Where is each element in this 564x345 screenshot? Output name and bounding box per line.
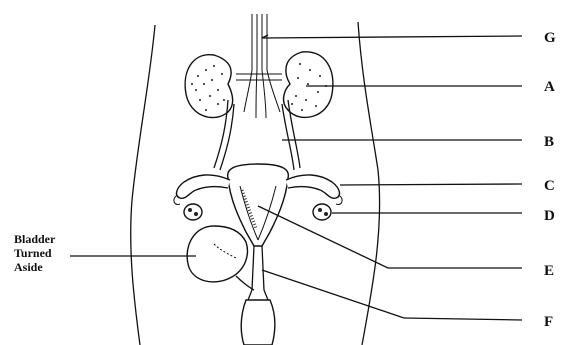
label-G: G — [544, 30, 556, 46]
ureters — [214, 100, 300, 170]
label-A: A — [544, 79, 555, 95]
label-B: B — [544, 134, 554, 150]
fallopian-tube-left — [174, 175, 230, 204]
kidney-right — [284, 52, 333, 118]
ovary-left — [184, 204, 202, 220]
ovary-right — [313, 204, 331, 220]
label-E: E — [544, 263, 554, 279]
bladder-label-line3: Aside — [14, 260, 43, 274]
label-D: D — [544, 208, 555, 224]
bladder — [187, 226, 247, 282]
label-C: C — [544, 178, 555, 194]
label-F: F — [544, 314, 553, 330]
kidney-left — [185, 55, 232, 118]
fallopian-tube-right — [286, 175, 342, 204]
bladder-label-line2: Turned — [14, 246, 52, 260]
bladder-label-line1: Bladder — [14, 232, 56, 246]
blood-vessels — [236, 14, 282, 118]
